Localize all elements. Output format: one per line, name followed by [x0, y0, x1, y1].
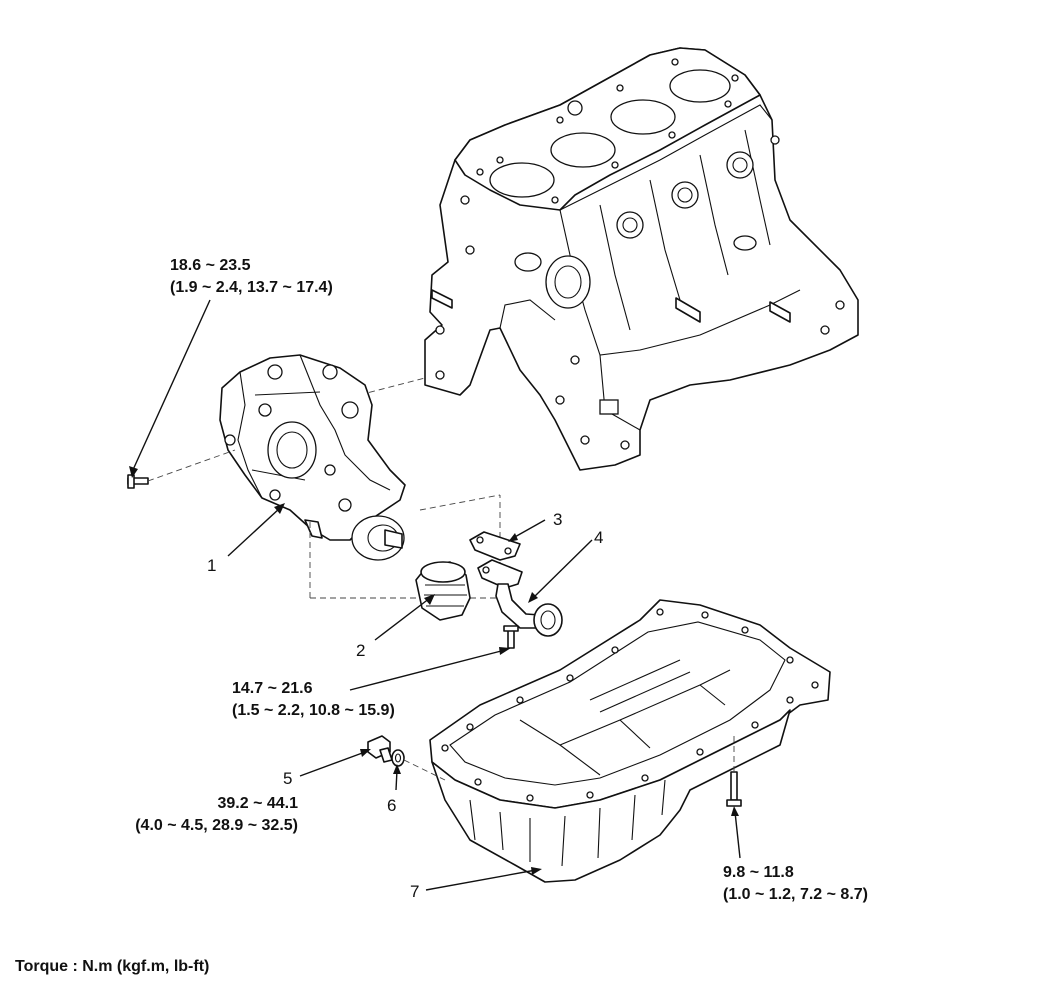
torque-value: 18.6 ~ 23.5 [170, 257, 251, 274]
callout-1: 1 [207, 556, 217, 575]
torque-unit-note: Torque : N.m (kgf.m, lb-ft) [15, 958, 210, 975]
drain-plug [367, 735, 393, 763]
torque-value-alt-units: (1.0 ~ 1.2, 7.2 ~ 8.7) [723, 886, 868, 903]
torque-spec-screen-bolt: 14.7 ~ 21.6 (1.5 ~ 2.2, 10.8 ~ 15.9) [232, 678, 395, 722]
screen-gasket [469, 531, 521, 561]
torque-spec-pump-bolt: 18.6 ~ 23.5 (1.9 ~ 2.4, 13.7 ~ 17.4) [170, 255, 333, 299]
oil-pan [429, 599, 831, 883]
torque-spec-drain-plug: 39.2 ~ 44.1 (4.0 ~ 4.5, 28.9 ~ 32.5) [100, 793, 298, 837]
callout-7: 7 [410, 882, 420, 901]
engine-block [424, 47, 859, 471]
torque-value-alt-units: (4.0 ~ 4.5, 28.9 ~ 32.5) [135, 817, 298, 834]
oil-filter [415, 561, 471, 621]
torque-value-alt-units: (1.9 ~ 2.4, 13.7 ~ 17.4) [170, 279, 333, 296]
callout-5: 5 [283, 769, 293, 788]
pump-bolt [127, 449, 236, 489]
torque-value-alt-units: (1.5 ~ 2.2, 10.8 ~ 15.9) [232, 702, 395, 719]
oil-pan-bolt [726, 735, 742, 807]
oil-screen [477, 559, 563, 637]
callout-4: 4 [594, 528, 604, 547]
callout-3: 3 [553, 510, 563, 529]
torque-spec-pan-bolt: 9.8 ~ 11.8 (1.0 ~ 1.2, 7.2 ~ 8.7) [723, 862, 868, 906]
leader-lines [129, 299, 741, 891]
torque-value: 9.8 ~ 11.8 [723, 864, 794, 881]
callout-6: 6 [387, 796, 397, 815]
callout-2: 2 [356, 641, 366, 660]
screen-bolt [503, 625, 519, 649]
torque-value: 14.7 ~ 21.6 [232, 680, 313, 697]
drain-plug-gasket [391, 749, 405, 767]
torque-value: 39.2 ~ 44.1 [217, 795, 298, 812]
oil-pump [219, 354, 406, 561]
